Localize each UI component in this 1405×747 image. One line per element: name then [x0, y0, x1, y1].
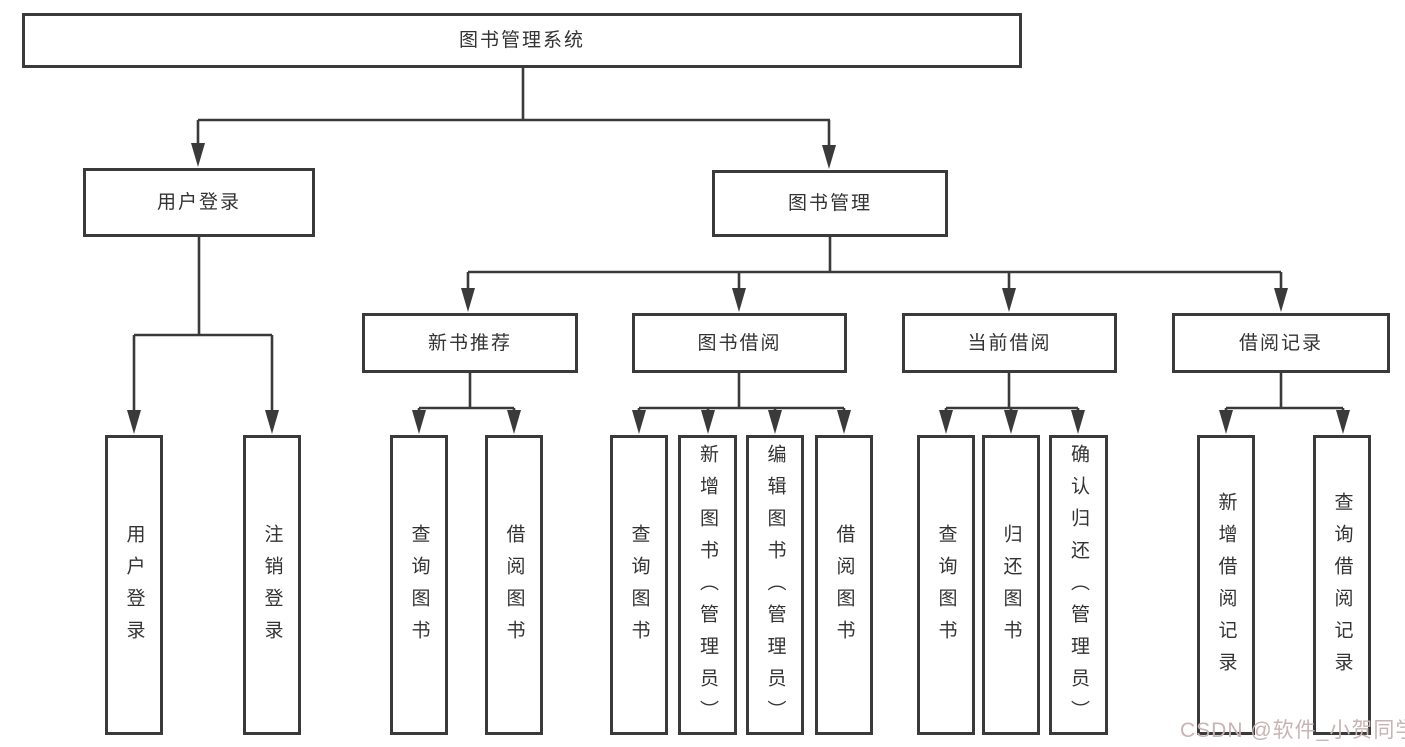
- arrow-icon: [191, 143, 205, 167]
- node-leaf-confirm-return-admin: 确认归还（管理员）: [1049, 435, 1108, 735]
- node-leaf-borrow-books-recommend: 借阅图书: [485, 435, 543, 735]
- node-new-book-recommend: 新书推荐: [362, 313, 578, 373]
- arrow-icon: [507, 410, 521, 434]
- node-user-login: 用户登录: [83, 168, 315, 237]
- node-leaf-edit-books-admin: 编辑图书（管理员）: [746, 435, 804, 735]
- arrow-icon: [632, 410, 646, 434]
- node-leaf-query-books-current: 查询图书: [917, 435, 975, 735]
- arrow-icon: [768, 410, 782, 434]
- node-current-borrowing: 当前借阅: [902, 313, 1117, 373]
- node-borrowing-records: 借阅记录: [1172, 313, 1390, 373]
- node-leaf-query-books-borrowing: 查询图书: [610, 435, 668, 735]
- node-leaf-borrow-books-borrowing: 借阅图书: [815, 435, 873, 735]
- arrow-icon: [1071, 410, 1085, 434]
- arrow-icon: [939, 410, 953, 434]
- arrow-icon: [1004, 410, 1018, 434]
- node-leaf-user-login: 用户登录: [105, 435, 163, 735]
- arrow-icon: [127, 410, 141, 434]
- arrow-icon: [461, 288, 475, 312]
- node-leaf-logout: 注销登录: [243, 435, 301, 735]
- node-library-management-system: 图书管理系统: [22, 13, 1022, 68]
- node-leaf-query-books-recommend: 查询图书: [390, 435, 448, 735]
- arrow-icon: [1336, 410, 1350, 434]
- arrowheads: [127, 143, 1350, 434]
- arrow-icon: [1274, 288, 1288, 312]
- node-leaf-add-books-admin: 新增图书（管理员）: [678, 435, 737, 735]
- arrow-icon: [265, 410, 279, 434]
- arrow-icon: [837, 410, 851, 434]
- arrow-icon: [732, 288, 746, 312]
- arrow-icon: [1219, 410, 1233, 434]
- node-book-management: 图书管理: [712, 170, 948, 237]
- arrow-icon: [822, 145, 836, 169]
- node-leaf-add-borrow-record: 新增借阅记录: [1197, 435, 1255, 735]
- arrow-icon: [1002, 288, 1016, 312]
- csdn-watermark: CSDN @软件_小贺同学: [1180, 719, 1405, 742]
- node-book-borrowing: 图书借阅: [632, 313, 847, 373]
- arrow-icon: [412, 410, 426, 434]
- node-leaf-query-borrow-record: 查询借阅记录: [1313, 435, 1371, 735]
- node-leaf-return-books: 归还图书: [982, 435, 1040, 735]
- arrow-icon: [701, 410, 715, 434]
